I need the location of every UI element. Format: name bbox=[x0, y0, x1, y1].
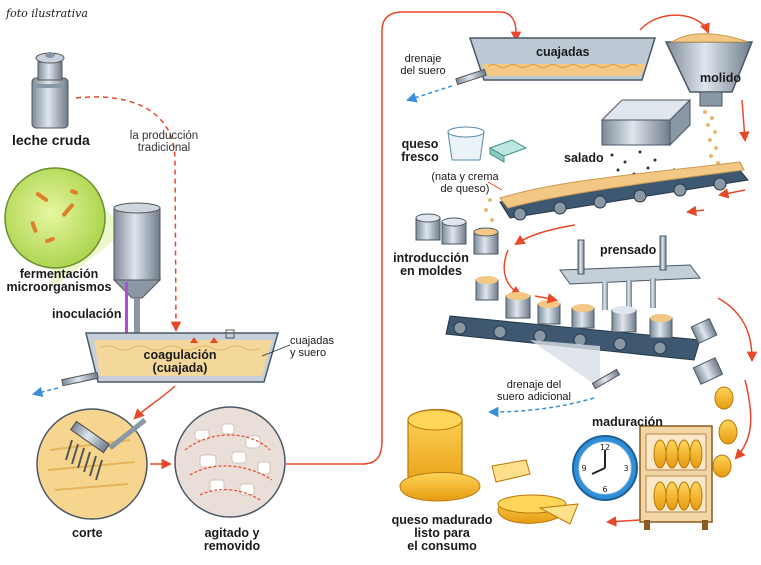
milk-can-icon bbox=[31, 52, 69, 129]
label-drenaje-suero: drenaje del suero bbox=[400, 53, 446, 77]
caption: foto ilustrativa bbox=[6, 7, 88, 20]
svg-text:12: 12 bbox=[600, 443, 610, 452]
tradicional-arrow bbox=[75, 96, 182, 333]
press-icon bbox=[559, 235, 701, 310]
label-cuajadas: cuajadas bbox=[536, 45, 590, 59]
cheese-wheel-icon bbox=[399, 408, 579, 525]
stirring-icon bbox=[174, 406, 286, 518]
label-corte: corte bbox=[72, 526, 103, 540]
cutting-rake-icon bbox=[36, 408, 148, 520]
curd-trough-icon bbox=[405, 37, 657, 103]
label-molido: molido bbox=[700, 71, 741, 85]
lower-conveyor-icon bbox=[445, 276, 718, 390]
label-agitado: agitado y removido bbox=[203, 526, 261, 554]
svg-text:9: 9 bbox=[581, 464, 586, 473]
label-coagulacion: coagulación (cuajada) bbox=[143, 348, 217, 376]
label-introduccion: introducción en moldes bbox=[393, 251, 469, 279]
vat-icon bbox=[31, 329, 279, 398]
label-maduracion: maduración bbox=[592, 415, 663, 429]
label-inoculacion: inoculación bbox=[52, 307, 122, 321]
label-drenaje-adicional: drenaje del suero adicional bbox=[497, 379, 571, 403]
route-arrow bbox=[286, 11, 522, 465]
fresh-cheese-icon bbox=[447, 126, 528, 163]
shelf-icon bbox=[639, 425, 713, 530]
label-fermentacion: fermentación microorganismos bbox=[6, 267, 112, 295]
microorganism-magnified-icon bbox=[4, 167, 115, 290]
clock-icon: 12 3 6 9 bbox=[572, 435, 638, 501]
hopper-icon bbox=[664, 33, 754, 165]
falling-cheese-icon bbox=[692, 357, 738, 478]
svg-text:3: 3 bbox=[623, 464, 628, 473]
label-nata: (nata y crema de queso) bbox=[431, 171, 499, 195]
label-cuajadas-y-suero: cuajadas y suero bbox=[290, 335, 335, 359]
inoculator-icon bbox=[112, 202, 162, 344]
label-produccion-tradicional: la producción tradicional bbox=[129, 130, 199, 155]
upper-conveyor-icon bbox=[499, 161, 749, 221]
label-queso-madurado: queso madurado listo para el consumo bbox=[391, 513, 493, 554]
mold-icon bbox=[415, 198, 499, 255]
label-prensado: prensado bbox=[600, 243, 657, 257]
label-leche-cruda: leche cruda bbox=[12, 132, 90, 148]
svg-text:6: 6 bbox=[602, 485, 607, 494]
label-salado: salado bbox=[564, 151, 604, 165]
label-queso-fresco: queso fresco bbox=[401, 137, 439, 165]
